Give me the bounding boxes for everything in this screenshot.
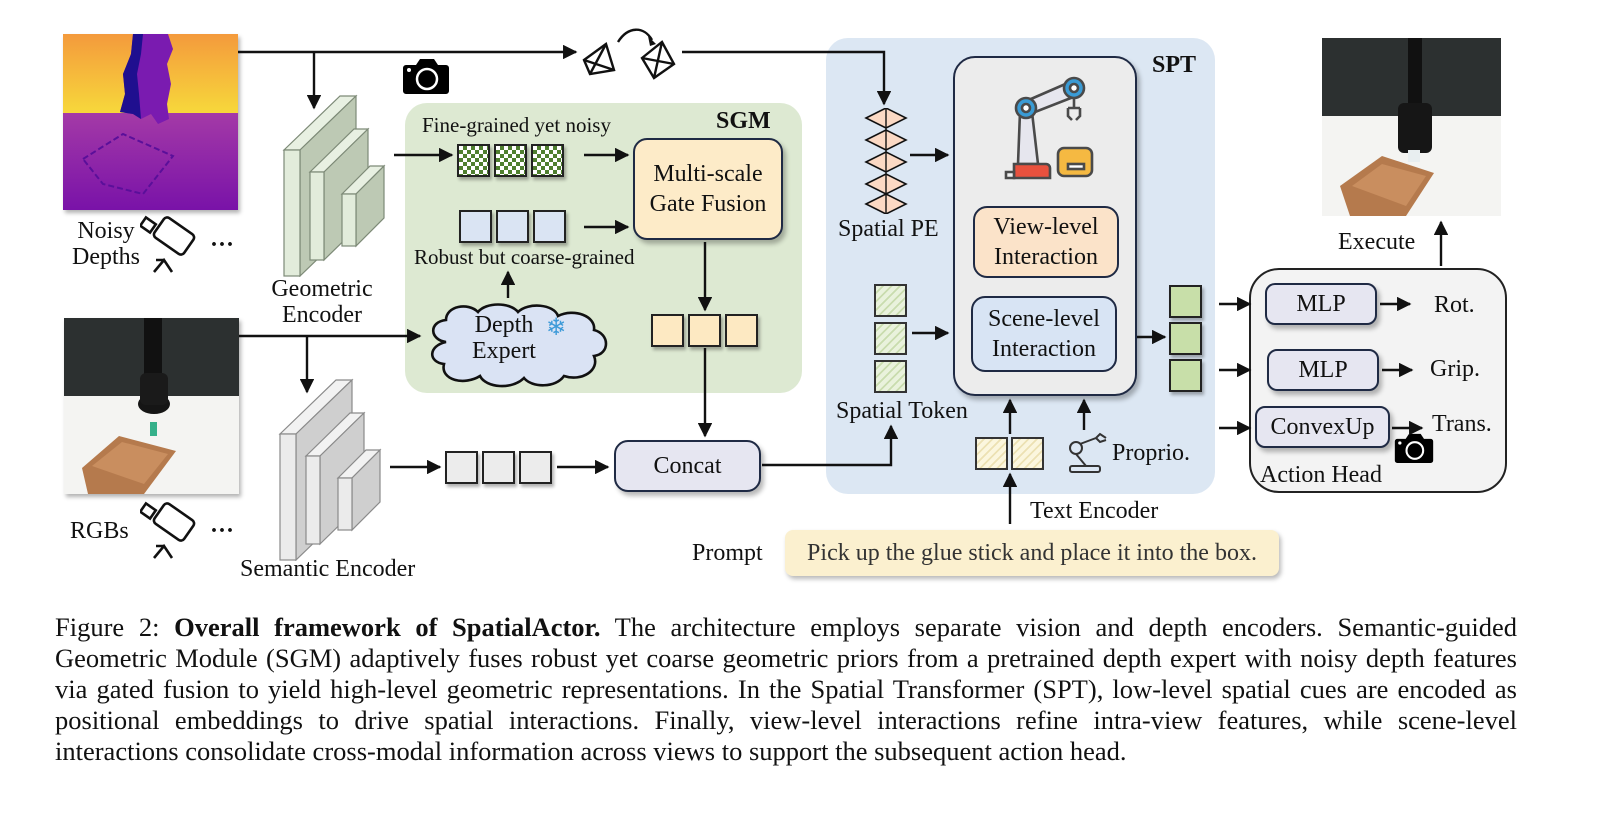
scene-level-label-line2: Interaction	[992, 336, 1096, 362]
tripod-camera-icon	[140, 501, 196, 559]
execute-label: Execute	[1338, 229, 1416, 255]
semantic-token	[482, 451, 515, 484]
translation-output-label: Trans.	[1432, 411, 1492, 437]
robot-arm-icon	[1004, 76, 1094, 180]
depth-expert-label: Depth Expert	[462, 312, 546, 365]
concat-block: Concat	[614, 440, 761, 492]
proprio-robot-icon	[1069, 432, 1107, 473]
fusion-label-line2: Gate Fusion	[649, 191, 767, 217]
noisy-depth-image	[63, 34, 238, 210]
tripod-camera-icon	[140, 215, 196, 273]
action-head-label: Action Head	[1260, 462, 1382, 488]
text-encoder-label: Text Encoder	[1030, 498, 1159, 524]
coarse-token	[533, 210, 566, 243]
rotation-output-label: Rot.	[1434, 292, 1475, 318]
spatial-token	[874, 284, 907, 317]
mlp-gripper-block: MLP	[1267, 349, 1379, 391]
fine-grained-label: Fine-grained yet noisy	[422, 113, 611, 137]
prompt-text: Pick up the glue stick and place it into…	[807, 539, 1257, 566]
scene-level-interaction-block: Scene-level Interaction	[971, 296, 1117, 372]
semantic-encoder-icon	[278, 378, 382, 561]
spatial-token	[874, 360, 907, 393]
spatial-token-label: Spatial Token	[836, 398, 968, 424]
view-level-label-line2: Interaction	[994, 244, 1098, 270]
fused-token	[725, 314, 758, 347]
depth-ellipsis: ···	[210, 232, 235, 258]
proprio-label: Proprio.	[1112, 440, 1190, 466]
camera-pose-transform-icon	[582, 28, 676, 80]
noisy-depths-label-line2: Depths	[72, 244, 140, 271]
rgb-ellipsis: ···	[210, 518, 235, 544]
view-level-interaction-block: View-level Interaction	[973, 206, 1119, 278]
snowflake-icon: ❄	[546, 313, 567, 341]
gripper-output-label: Grip.	[1430, 356, 1480, 382]
depth-expert-label-line2: Expert	[472, 338, 536, 365]
fused-token	[688, 314, 721, 347]
coarse-token	[496, 210, 529, 243]
fine-token	[494, 144, 527, 177]
spatial-token	[874, 322, 907, 355]
noisy-depths-label-line1: Noisy	[77, 218, 135, 244]
fine-token	[457, 144, 490, 177]
spatial-pe-icon	[864, 108, 908, 214]
geometric-encoder-icon	[282, 94, 386, 277]
geometric-encoder-label-line2: Encoder	[282, 302, 362, 329]
spatial-pe-label: Spatial PE	[838, 216, 939, 242]
sgm-title: SGM	[716, 108, 771, 134]
text-token	[1011, 437, 1044, 470]
figure-caption: Figure 2: Overall framework of SpatialAc…	[55, 612, 1517, 767]
prompt-text-box: Pick up the glue stick and place it into…	[785, 530, 1279, 576]
geometric-encoder-label-line1: Geometric	[271, 276, 373, 302]
prompt-label: Prompt	[692, 540, 763, 566]
rgb-image	[64, 318, 239, 494]
semantic-encoder-label: Semantic Encoder	[240, 556, 416, 582]
output-token	[1169, 322, 1202, 355]
mlp-gripper-label: MLP	[1298, 357, 1348, 383]
depth-expert-label-line1: Depth	[474, 312, 534, 338]
text-token	[975, 437, 1008, 470]
output-token	[1169, 359, 1202, 392]
semantic-token	[519, 451, 552, 484]
camera-icon	[403, 59, 449, 94]
camera-icon	[1394, 433, 1434, 463]
multi-scale-gate-fusion-block: Multi-scale Gate Fusion	[633, 138, 783, 240]
scene-level-label-line1: Scene-level	[988, 306, 1100, 332]
geometric-encoder-label: Geometric Encoder	[262, 276, 382, 329]
caption-body: The architecture employs separate vision…	[55, 612, 1517, 766]
concat-label: Concat	[653, 453, 722, 479]
output-token	[1169, 285, 1202, 318]
semantic-token	[445, 451, 478, 484]
coarse-token	[459, 210, 492, 243]
mlp-rotation-label: MLP	[1296, 291, 1346, 317]
convexup-block: ConvexUp	[1255, 406, 1390, 448]
mlp-rotation-block: MLP	[1265, 283, 1377, 325]
caption-title: Overall framework of SpatialActor.	[174, 612, 601, 642]
fine-token	[531, 144, 564, 177]
view-level-label-line1: View-level	[993, 214, 1099, 240]
coarse-grained-label: Robust but coarse-grained	[414, 245, 635, 269]
spt-title: SPT	[1152, 52, 1197, 78]
rgbs-label: RGBs	[70, 518, 129, 544]
convexup-label: ConvexUp	[1270, 414, 1375, 440]
caption-prefix: Figure 2:	[55, 612, 175, 642]
fusion-label-line1: Multi-scale	[653, 161, 763, 187]
noisy-depths-label: Noisy Depths	[70, 218, 142, 271]
executed-result-image	[1322, 38, 1501, 216]
fused-token	[651, 314, 684, 347]
depth-expert-cloud	[430, 303, 608, 388]
